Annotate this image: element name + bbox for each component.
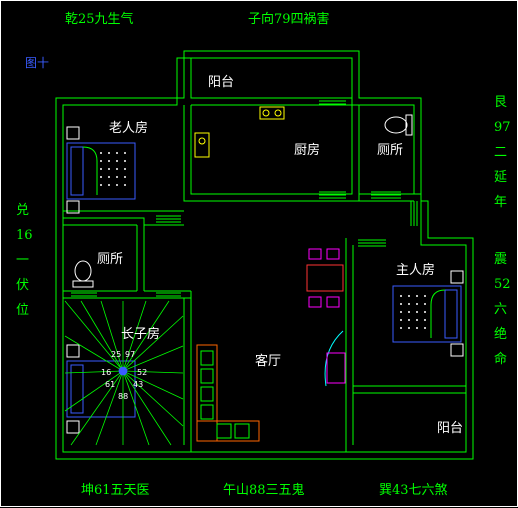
room-eldest-son: 长子房 — [121, 326, 160, 342]
compass-center-numbers: 25 97 16 52 61 43 88 — [101, 350, 147, 401]
label-right-mid-3: 绝 — [494, 326, 507, 342]
room-elder: 老人房 — [109, 120, 148, 136]
label-right-top-2: 二 — [494, 145, 507, 160]
room-balcony-top: 阳台 — [208, 75, 234, 90]
label-right-mid-1: 52 — [494, 277, 511, 292]
label-right-mid-vertical: 震 52 六 绝 命 — [494, 252, 511, 367]
stove-icon — [259, 106, 285, 120]
compass-number-4: 61 — [105, 380, 115, 389]
tv-cabinet-icon — [324, 330, 346, 387]
dining-table-icon — [306, 248, 344, 308]
label-right-mid-2: 六 — [494, 302, 507, 317]
toilet-left-icon — [72, 260, 94, 288]
label-left-4: 位 — [16, 303, 29, 318]
compass-number-2: 16 — [101, 368, 111, 377]
label-top-center: 子向79四祸害 — [248, 11, 330, 27]
walls — [55, 50, 474, 460]
label-left-vertical: 兑 16 一 伏 位 — [16, 203, 33, 318]
sofa-icon — [196, 344, 260, 442]
compass-rays — [64, 300, 184, 446]
room-living: 客厅 — [255, 353, 281, 369]
label-right-mid-0: 震 — [494, 252, 507, 267]
room-toilet-left: 厕所 — [97, 252, 123, 267]
label-right-top-4: 年 — [494, 195, 507, 210]
label-left-3: 伏 — [16, 278, 29, 293]
label-right-top-3: 延 — [494, 170, 507, 185]
compass-number-0: 25 — [111, 350, 121, 359]
room-toilet-right: 厕所 — [377, 143, 403, 158]
master-bed-icon — [392, 270, 464, 357]
compass-number-1: 97 — [125, 350, 135, 359]
compass-number-6: 88 — [118, 392, 128, 401]
sink-icon — [194, 132, 210, 158]
toilet-right-icon — [384, 114, 413, 136]
label-bottom-center: 午山88三五鬼 — [223, 482, 305, 498]
label-bottom-left: 坤61五天医 — [81, 483, 150, 498]
label-left-1: 16 — [16, 228, 33, 243]
label-right-top-1: 97 — [494, 120, 511, 135]
elder-bed-icon — [66, 126, 136, 214]
room-kitchen: 厨房 — [294, 142, 320, 158]
label-left-0: 兑 — [16, 203, 29, 218]
label-bottom-right: 巽43七六煞 — [379, 483, 448, 498]
windows — [71, 97, 418, 297]
compass-number-5: 43 — [133, 380, 143, 389]
label-top-left: 乾25九生气 — [65, 11, 134, 27]
label-right-top-vertical: 艮 97 二 延 年 — [494, 95, 511, 210]
label-left-2: 一 — [16, 253, 29, 268]
figure-label: 图十 — [25, 56, 49, 70]
compass-number-3: 52 — [137, 368, 147, 377]
room-master: 主人房 — [396, 262, 435, 278]
room-balcony-bottom: 阳台 — [437, 421, 463, 436]
label-right-mid-4: 命 — [494, 351, 507, 367]
label-right-top-0: 艮 — [494, 95, 507, 110]
